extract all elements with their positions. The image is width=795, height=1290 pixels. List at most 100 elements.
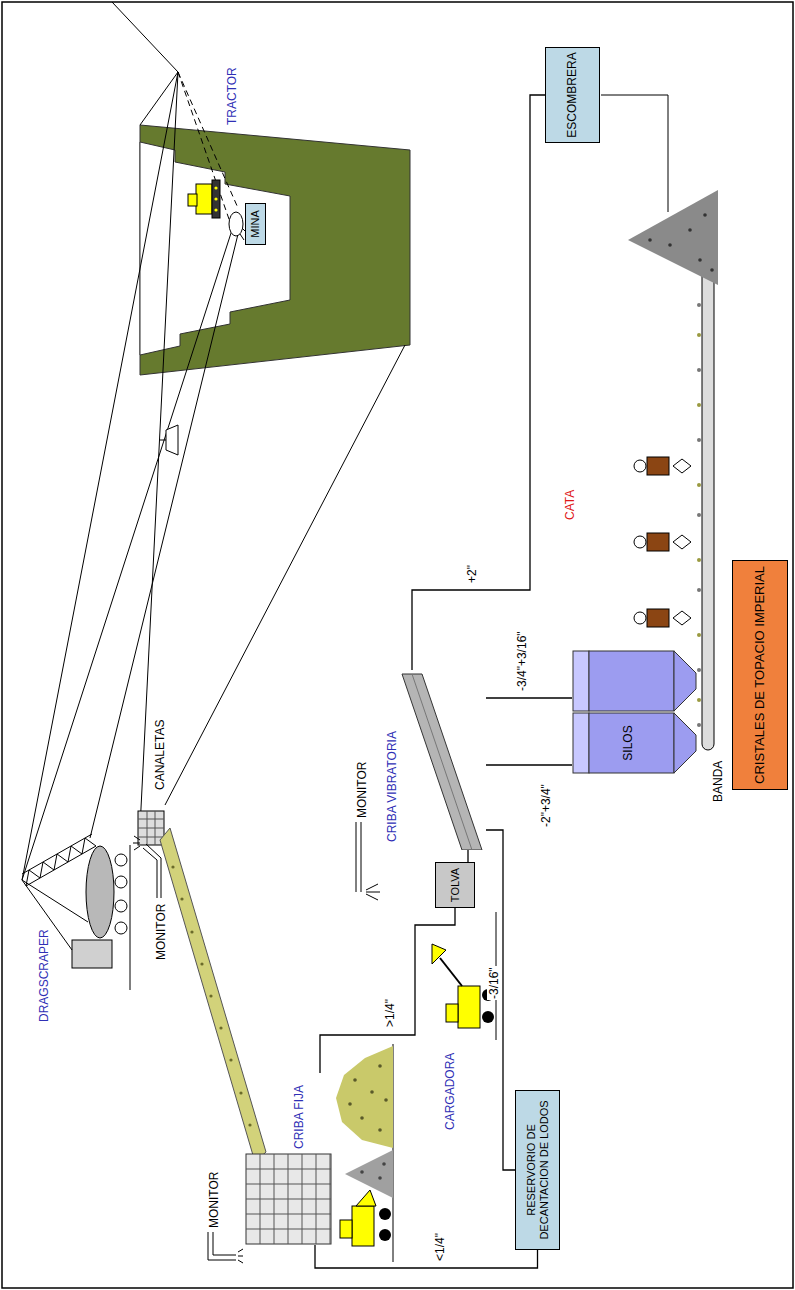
grid-bar xyxy=(330,1154,331,1244)
callout-holder: TRACTOR xyxy=(222,67,240,125)
pile-stone xyxy=(698,258,702,262)
callout-label: MONITOR xyxy=(154,904,168,960)
tail-cable xyxy=(178,72,230,222)
belt-gravel xyxy=(697,483,701,487)
node-label: SILOS xyxy=(622,713,636,773)
flow-line xyxy=(412,95,545,670)
drag-cable xyxy=(90,226,240,838)
flow-line xyxy=(320,908,455,1073)
silo-body xyxy=(589,651,674,711)
callout-holder: MONITOR xyxy=(204,1172,222,1228)
flow-label-holder: -3/4"+3/16" xyxy=(512,630,530,692)
flow-line xyxy=(486,697,572,698)
worker-body xyxy=(647,533,669,551)
worker-body xyxy=(647,457,669,475)
belt-gravel xyxy=(697,513,701,517)
pile-stone xyxy=(378,1128,382,1132)
belt-gravel xyxy=(697,723,701,727)
dragscraper-wheel xyxy=(115,900,127,912)
belt-gravel xyxy=(697,588,701,592)
node-label: MINA xyxy=(249,210,262,238)
chute-gravel xyxy=(190,930,193,933)
flow-line xyxy=(486,764,572,765)
track-dot xyxy=(214,208,217,211)
carriage-hook xyxy=(160,440,166,441)
carriage-bucket xyxy=(166,425,178,455)
pile-stone xyxy=(688,228,692,232)
callout-label: DRAGSCRAPER xyxy=(37,929,51,1022)
loader-wheel xyxy=(379,1208,391,1220)
dragscraper-cab xyxy=(72,940,112,968)
vibrating-screen: CRIBA VIBRATORIA xyxy=(380,670,486,850)
loader-wheel xyxy=(482,1011,494,1023)
callout-label: TRACTOR xyxy=(225,67,239,125)
belt-gravel xyxy=(697,633,701,637)
dragscraper-wheel xyxy=(115,854,127,866)
mine-box: MINA xyxy=(245,203,266,245)
callout-holder: CARGADORA xyxy=(440,1053,458,1130)
chute-gravel xyxy=(180,897,183,900)
track-dot xyxy=(214,197,217,200)
node-label: CRIBA VIBRATORIA xyxy=(386,731,400,842)
track-dot xyxy=(214,186,217,189)
chute-gravel xyxy=(219,1026,222,1029)
water-spray xyxy=(366,884,380,900)
worker-head xyxy=(634,460,646,472)
scraper-bucket xyxy=(229,212,243,236)
flow-label: -3/16" xyxy=(487,966,501,1000)
flow-label-holder: +2" xyxy=(462,564,480,584)
callout-holder: MONITOR xyxy=(352,762,370,818)
gravel-pile xyxy=(336,1046,393,1148)
pile-stone xyxy=(668,243,672,247)
product-box: CRISTALES DE TOPACIO IMPERIAL xyxy=(732,560,788,790)
tractor-body xyxy=(196,184,212,214)
grid-bar xyxy=(288,1154,289,1244)
belt-gravel xyxy=(697,668,701,672)
waste-pile xyxy=(628,190,718,285)
flow-label: +2" xyxy=(465,564,479,584)
conveyor-belt xyxy=(702,235,714,750)
callout-label: MONITOR xyxy=(207,1172,221,1228)
pile-stone xyxy=(382,1162,386,1166)
pile-stone xyxy=(360,1170,364,1174)
worker-head xyxy=(634,612,646,624)
flow-label-holder: -2"+3/4" xyxy=(536,783,554,828)
hopper-box: TOLVA xyxy=(435,862,475,908)
grid-bar xyxy=(316,1154,317,1244)
belt-gravel xyxy=(697,558,701,562)
monitor-pipe xyxy=(356,822,361,892)
tractor-track xyxy=(212,180,220,218)
machine-ground xyxy=(130,845,131,990)
belt-gravel xyxy=(697,403,701,407)
waste-line xyxy=(601,95,668,212)
drag-cable xyxy=(22,230,232,880)
dragscraper-wheel xyxy=(115,922,127,934)
pile-stone xyxy=(710,268,714,272)
chute-gravel xyxy=(200,962,203,965)
flow-line xyxy=(467,850,468,862)
callout-holder: MONITOR xyxy=(151,904,169,960)
flow-label: >1/4" xyxy=(383,998,397,1028)
monitor-pipe xyxy=(143,844,161,898)
bucket-tooth xyxy=(240,234,244,240)
worker-body xyxy=(647,609,669,627)
flow-label-holder: -3/16" xyxy=(484,966,502,1000)
callout-holder: CATA xyxy=(560,490,578,520)
worker-hands xyxy=(673,611,691,625)
tractor-cab xyxy=(188,194,197,206)
belt-gravel xyxy=(697,698,701,702)
screen-mesh xyxy=(412,674,472,850)
silo-pair: SILOS xyxy=(572,649,700,775)
flow-line xyxy=(486,830,515,1170)
pit-benches xyxy=(140,142,290,355)
grid-bar xyxy=(274,1154,275,1244)
silo-body xyxy=(589,713,674,773)
loader-cab xyxy=(340,1220,352,1238)
flow-label: -2"+3/4" xyxy=(539,783,553,828)
node-label: ESCOMBRERA xyxy=(566,52,580,137)
loader-bucket xyxy=(432,944,446,964)
